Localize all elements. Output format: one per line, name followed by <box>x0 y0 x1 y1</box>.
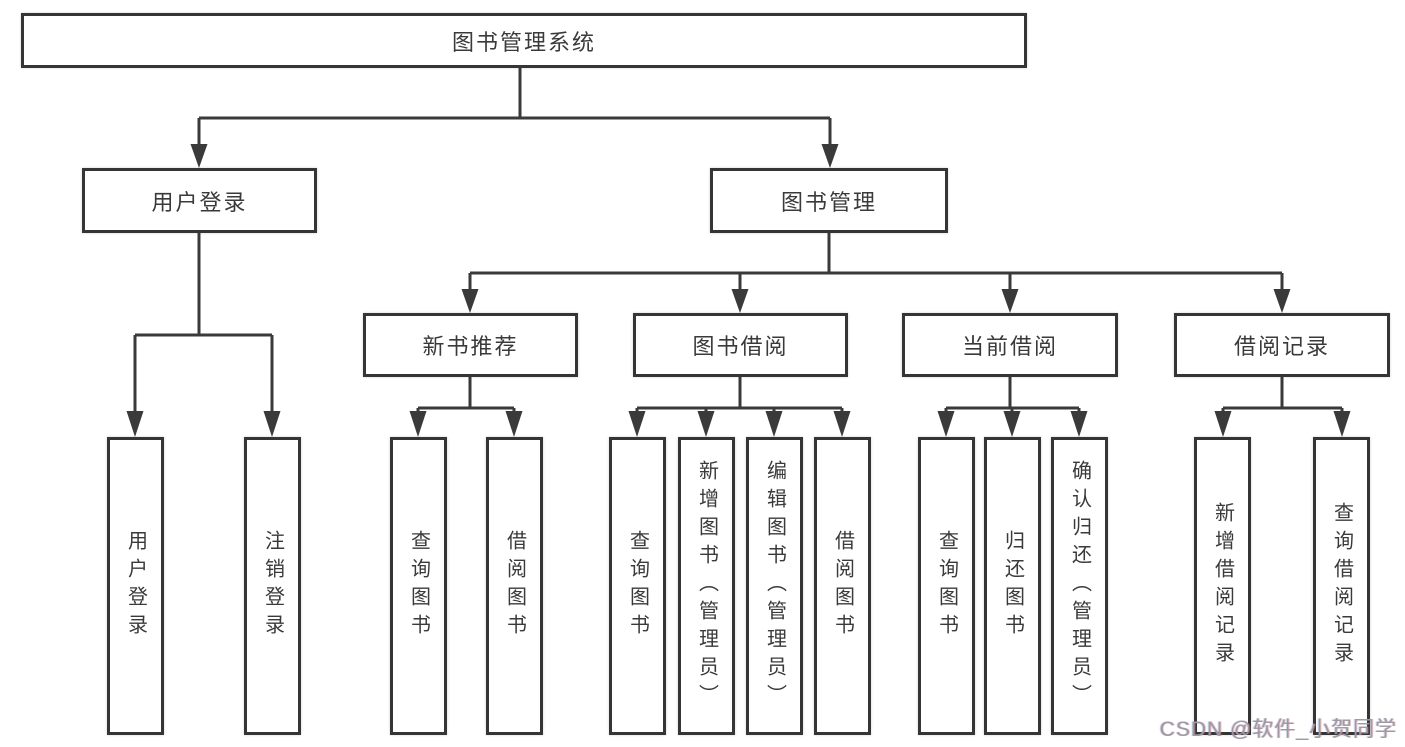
leaf-label: 新增图书（管理员） <box>695 460 718 712</box>
node-borrow-records: 借阅记录 <box>1174 313 1390 377</box>
leaf-label: 注销登录 <box>261 530 284 642</box>
leaf-label: 借阅图书 <box>831 530 854 642</box>
leaf-label: 用户登录 <box>124 530 147 642</box>
leaf-label: 归还图书 <box>1001 530 1024 642</box>
leaf-query-books-recommend: 查询图书 <box>390 437 447 735</box>
leaf-query-borrow-record: 查询借阅记录 <box>1313 437 1370 735</box>
leaf-label: 新增借阅记录 <box>1211 502 1234 670</box>
leaf-borrow-books-recommend: 借阅图书 <box>486 437 543 735</box>
node-label: 图书管理 <box>780 189 877 215</box>
leaf-label: 查询借阅记录 <box>1330 502 1353 670</box>
leaf-borrow-books: 借阅图书 <box>814 437 871 735</box>
node-label: 图书借阅 <box>692 334 789 359</box>
node-new-book-recommend: 新书推荐 <box>363 313 578 377</box>
node-label: 新书推荐 <box>422 334 519 359</box>
leaf-label: 确认归还（管理员） <box>1068 460 1091 712</box>
leaf-query-books-current: 查询图书 <box>918 437 975 735</box>
node-book-management: 图书管理 <box>710 168 948 233</box>
leaf-confirm-return-admin: 确认归还（管理员） <box>1051 437 1108 735</box>
node-book-borrow: 图书借阅 <box>633 313 848 377</box>
leaf-label: 查询图书 <box>626 530 649 642</box>
node-current-borrow: 当前借阅 <box>902 313 1118 377</box>
node-label: 用户登录 <box>151 189 248 215</box>
node-label: 图书管理系统 <box>451 29 596 55</box>
leaf-label: 编辑图书（管理员） <box>763 460 786 712</box>
leaf-return-books: 归还图书 <box>984 437 1041 735</box>
node-label: 借阅记录 <box>1233 334 1330 359</box>
node-library-management-system: 图书管理系统 <box>21 13 1027 68</box>
leaf-edit-books-admin: 编辑图书（管理员） <box>746 437 803 735</box>
node-label: 当前借阅 <box>961 334 1058 359</box>
csdn-watermark: CSDN @软件_小贺同学 <box>1159 718 1397 741</box>
leaf-label: 查询图书 <box>407 530 430 642</box>
leaf-add-books-admin: 新增图书（管理员） <box>678 437 735 735</box>
leaf-label: 查询图书 <box>935 530 958 642</box>
node-user-login: 用户登录 <box>82 168 317 233</box>
leaf-user-login: 用户登录 <box>107 437 164 735</box>
leaf-query-books-borrow: 查询图书 <box>609 437 666 735</box>
leaf-logout: 注销登录 <box>244 437 301 735</box>
leaf-add-borrow-record: 新增借阅记录 <box>1194 437 1251 735</box>
leaf-label: 借阅图书 <box>503 530 526 642</box>
